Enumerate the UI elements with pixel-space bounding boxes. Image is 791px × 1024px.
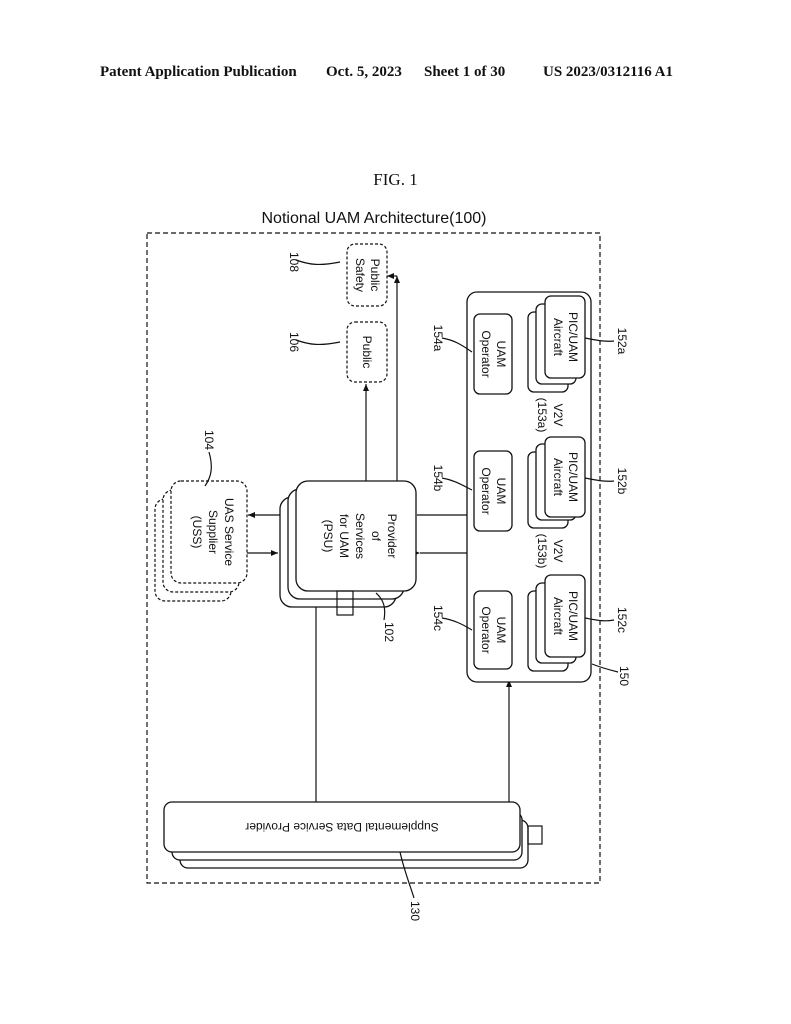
psu-line-2: of — [369, 531, 383, 542]
ref-150: 150 — [617, 666, 631, 686]
ref-152b: 152b — [615, 468, 629, 495]
aircraft-c-line-2: Aircraft — [551, 597, 565, 636]
uss-line-1: UAS Service — [222, 498, 236, 566]
uam-operator-a: UAM Operator — [474, 314, 512, 394]
psu-line-3: Services — [353, 513, 367, 559]
aircraft-a-line-1: PIC/UAM — [566, 312, 580, 362]
ref-152a: 152a — [615, 328, 629, 355]
public-node: Public — [347, 322, 387, 382]
public-safety-node: Public Safety — [347, 244, 387, 306]
aircraft-b-line-1: PIC/UAM — [566, 452, 580, 502]
ref-104: 104 — [202, 430, 216, 450]
sdsp-node: Supplemental Data Service Provider — [164, 802, 542, 868]
ref-152c: 152c — [615, 607, 629, 633]
public-safety-line-1: Public — [368, 259, 382, 292]
v2v-b-line-1: V2V — [551, 540, 565, 563]
operator-b-line-2: Operator — [479, 467, 493, 514]
operator-c-line-1: UAM — [494, 617, 508, 644]
v2v-b-line-2: (153b) — [535, 534, 549, 569]
ref-154b: 154b — [431, 465, 445, 492]
aircraft-c-line-1: PIC/UAM — [566, 591, 580, 641]
aircraft-c: PIC/UAM Aircraft — [528, 575, 585, 671]
uss-line-3: (USS) — [190, 516, 204, 549]
sdsp-self-loop — [528, 826, 542, 844]
ref-154a: 154a — [431, 325, 445, 352]
operator-c-line-2: Operator — [479, 606, 493, 653]
ref-106: 106 — [287, 332, 301, 352]
operator-b-line-1: UAM — [494, 478, 508, 505]
psu-node: Provider of Services for UAM (PSU) — [280, 481, 416, 615]
public-label: Public — [360, 336, 374, 369]
psu-line-1: Provider — [385, 514, 399, 559]
aircraft-a: PIC/UAM Aircraft — [528, 296, 585, 392]
sdsp-label: Supplemental Data Service Provider — [245, 820, 438, 834]
operator-a-line-1: UAM — [494, 341, 508, 368]
aircraft-a-line-2: Aircraft — [551, 318, 565, 357]
aircraft-b: PIC/UAM Aircraft — [528, 437, 585, 528]
public-safety-line-2: Safety — [353, 258, 367, 292]
ref-154c: 154c — [431, 605, 445, 631]
uam-operator-c: UAM Operator — [474, 591, 512, 669]
ref-108: 108 — [287, 252, 301, 272]
operator-a-line-2: Operator — [479, 330, 493, 377]
uss-line-2: Supplier — [206, 510, 220, 554]
psu-line-5: (PSU) — [321, 520, 335, 553]
uss-node: UAS Service Supplier (USS) — [155, 481, 247, 601]
v2v-a-line-1: V2V — [551, 404, 565, 427]
ref-102: 102 — [382, 622, 396, 642]
uam-operator-b: UAM Operator — [474, 451, 512, 531]
ref-130: 130 — [408, 901, 422, 921]
diagram-title: Notional UAM Architecture(100) — [262, 210, 487, 227]
aircraft-b-line-2: Aircraft — [551, 458, 565, 497]
v2v-a-line-2: (153a) — [535, 398, 549, 433]
psu-line-4: for UAM — [337, 514, 351, 558]
